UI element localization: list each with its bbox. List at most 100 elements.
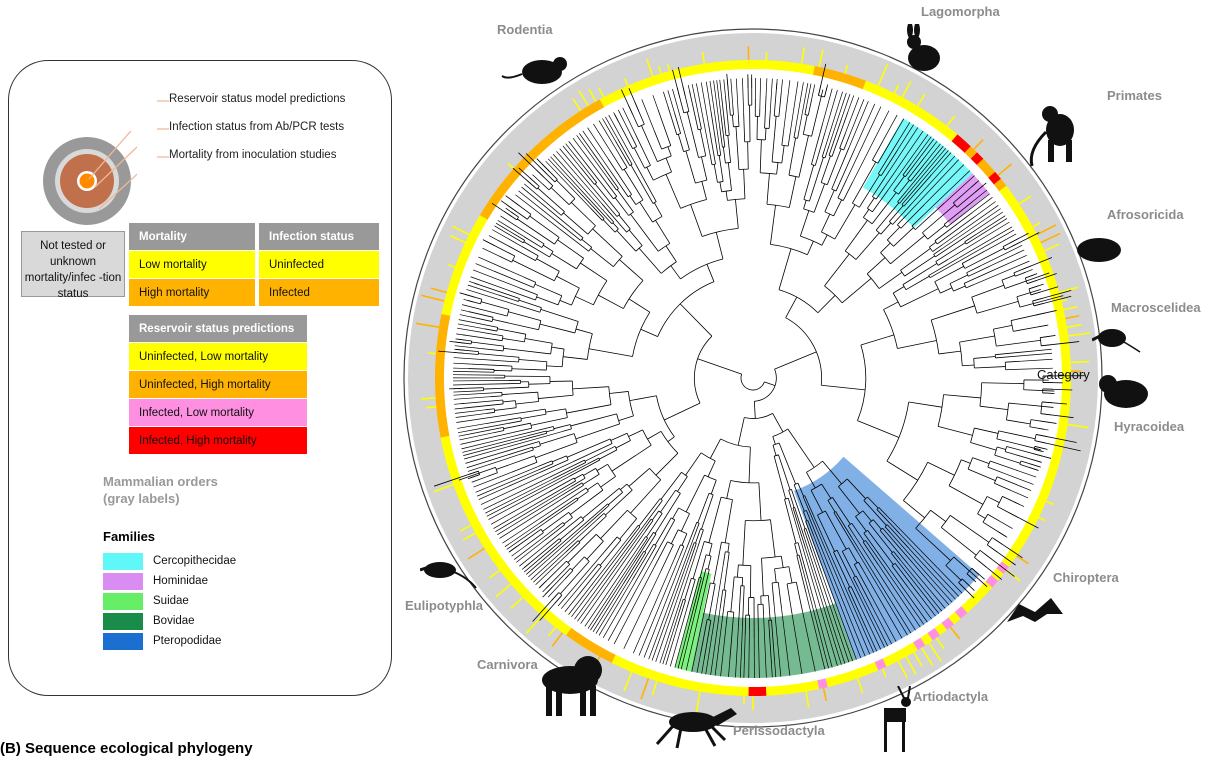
tree-arc xyxy=(575,322,578,333)
tree-branch xyxy=(486,418,521,424)
tree-arc xyxy=(995,447,997,455)
tree-branch xyxy=(612,445,651,471)
tree-arc xyxy=(710,583,715,584)
monkey-icon xyxy=(1018,100,1088,170)
tree-branch xyxy=(1011,310,1057,320)
tree-branch xyxy=(597,464,608,470)
tree-branch xyxy=(1006,420,1030,424)
status-seg xyxy=(757,687,767,696)
tree-leaf xyxy=(776,79,777,89)
order-eulipotyphla: Eulipotyphla xyxy=(405,598,483,613)
tree-arc xyxy=(587,334,592,360)
tree-branch xyxy=(574,460,584,465)
tree-branch xyxy=(627,553,646,584)
tree-branch xyxy=(541,309,578,321)
tree-branch xyxy=(949,486,983,505)
tree-branch xyxy=(1002,275,1015,280)
tree-arc xyxy=(539,321,541,330)
tree-arc xyxy=(845,251,856,260)
tree-branch xyxy=(636,164,657,202)
tree-branch xyxy=(901,289,939,307)
tree-leaf xyxy=(618,110,630,134)
tree-branch xyxy=(473,323,497,328)
tree-leaf xyxy=(1030,464,1040,467)
tree-branch xyxy=(576,329,592,334)
tree-leaf xyxy=(609,115,636,164)
status-seg xyxy=(435,393,445,403)
tree-leaf xyxy=(532,175,542,184)
tree-arc xyxy=(507,310,509,316)
tree-leaf xyxy=(825,87,827,97)
tree-branch xyxy=(720,126,723,148)
rodent-icon xyxy=(500,50,570,90)
tree-arc xyxy=(805,115,808,116)
tree-leaf xyxy=(453,384,477,385)
tree-arc xyxy=(727,199,745,201)
tree-branch xyxy=(469,312,493,318)
tree-branch xyxy=(702,181,707,199)
tree-branch xyxy=(960,336,995,342)
tree-branch xyxy=(929,258,959,276)
tree-arc xyxy=(972,297,977,313)
tree-branch xyxy=(512,233,524,240)
tree-arc xyxy=(677,134,681,135)
tree-branch xyxy=(552,347,564,349)
tree-arc xyxy=(650,468,661,479)
tree-leaf xyxy=(458,428,481,432)
tree-branch xyxy=(710,439,720,458)
tree-branch xyxy=(575,296,593,304)
tree-leaf xyxy=(823,89,832,123)
status-seg xyxy=(713,684,723,694)
tree-branch xyxy=(613,223,619,229)
tree-branch xyxy=(661,545,674,571)
tree-branch xyxy=(621,157,628,168)
tree-leaf xyxy=(642,99,654,130)
tree-branch xyxy=(658,110,671,146)
tree-arc xyxy=(941,515,950,527)
tree-branch xyxy=(778,582,781,608)
tree-branch xyxy=(638,546,656,577)
tree-branch xyxy=(789,490,794,507)
status-tick xyxy=(428,353,436,354)
tree-branch xyxy=(535,481,576,505)
tree-branch xyxy=(580,263,607,281)
tree-arc xyxy=(503,346,504,351)
tree-leaf xyxy=(472,477,487,483)
tree-arc xyxy=(728,612,734,613)
tree-branch xyxy=(818,295,835,312)
status-tick xyxy=(426,407,436,408)
tree-branch xyxy=(980,406,1008,409)
tree-arc xyxy=(566,456,568,460)
status-seg xyxy=(436,340,446,350)
tree-leaf xyxy=(1036,441,1046,443)
tree-branch xyxy=(572,557,584,570)
tree-branch xyxy=(609,492,623,504)
tree-branch xyxy=(931,510,946,521)
tree-branch xyxy=(583,468,595,475)
tree-branch xyxy=(477,383,520,384)
tree-leaf xyxy=(569,536,630,615)
tree-branch xyxy=(773,437,776,445)
tree-branch xyxy=(701,495,713,529)
tree-branch xyxy=(768,595,770,620)
tree-arc xyxy=(725,162,730,163)
tree-leaf xyxy=(560,149,611,209)
tree-arc xyxy=(824,286,842,303)
tree-branch xyxy=(524,277,536,282)
tree-branch xyxy=(495,408,517,411)
tree-leaf xyxy=(464,299,474,302)
tree-leaf xyxy=(459,433,493,440)
tree-branch xyxy=(744,113,745,142)
tree-branch xyxy=(538,188,565,212)
tree-branch xyxy=(749,447,750,483)
tree-branch xyxy=(829,119,842,156)
tree-branch xyxy=(593,564,599,571)
tree-branch xyxy=(538,395,573,398)
tree-arc xyxy=(518,298,519,301)
tree-arc xyxy=(978,496,988,513)
tree-branch xyxy=(905,256,935,276)
status-seg xyxy=(437,410,447,420)
tree-branch xyxy=(527,409,545,412)
tree-leaf xyxy=(760,78,761,108)
tree-branch xyxy=(1005,361,1019,362)
